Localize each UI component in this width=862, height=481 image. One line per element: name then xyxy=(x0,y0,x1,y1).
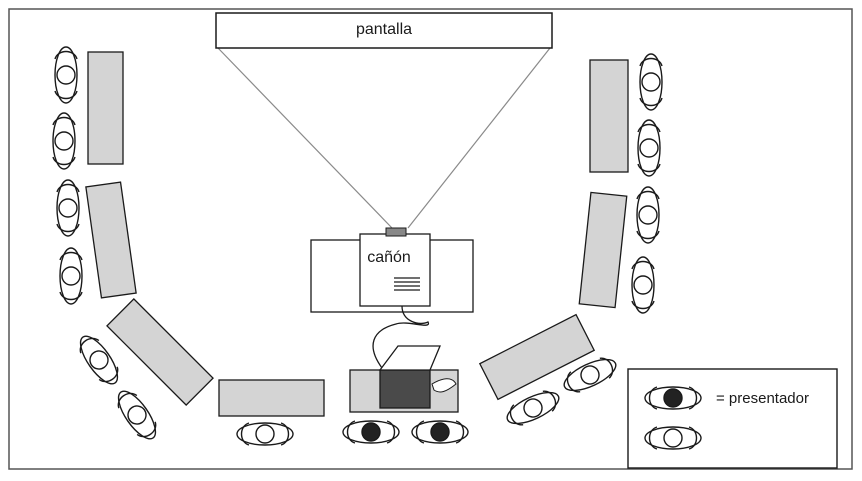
screen-label: pantalla xyxy=(356,21,412,38)
table-right-1 xyxy=(589,59,629,173)
chair-front-left xyxy=(236,422,294,446)
laptop xyxy=(378,345,457,409)
table-left-2 xyxy=(85,181,137,299)
projector: cañón xyxy=(359,227,431,307)
chair-presenter-2 xyxy=(411,420,469,444)
projector-vent-lines xyxy=(394,277,420,291)
table-right-2 xyxy=(578,191,628,309)
legend-presenter-chair xyxy=(644,386,702,410)
legend-attendee-chair xyxy=(644,426,702,450)
table-left-1 xyxy=(87,51,124,165)
chair-right-4 xyxy=(631,256,655,314)
projector-lens xyxy=(385,227,407,237)
chair-presenter-1 xyxy=(342,420,400,444)
projection-screen: pantalla xyxy=(215,12,553,49)
chair-right-3 xyxy=(636,186,660,244)
legend: = presentador xyxy=(627,368,838,469)
legend-presenter-label: = presentador xyxy=(716,390,809,407)
table-front-left xyxy=(218,379,325,417)
chair-left-4 xyxy=(59,247,83,305)
chair-left-1 xyxy=(54,46,78,104)
projector-cable xyxy=(372,305,429,369)
projector-label: cañón xyxy=(367,249,411,266)
chair-right-1 xyxy=(639,53,663,111)
table-left-3 xyxy=(106,298,214,406)
legend-box xyxy=(627,368,838,469)
chair-left-2 xyxy=(52,112,76,170)
chair-left-3 xyxy=(56,179,80,237)
chair-right-2 xyxy=(637,119,661,177)
projection-beam xyxy=(217,47,551,229)
table-right-3 xyxy=(478,313,596,401)
